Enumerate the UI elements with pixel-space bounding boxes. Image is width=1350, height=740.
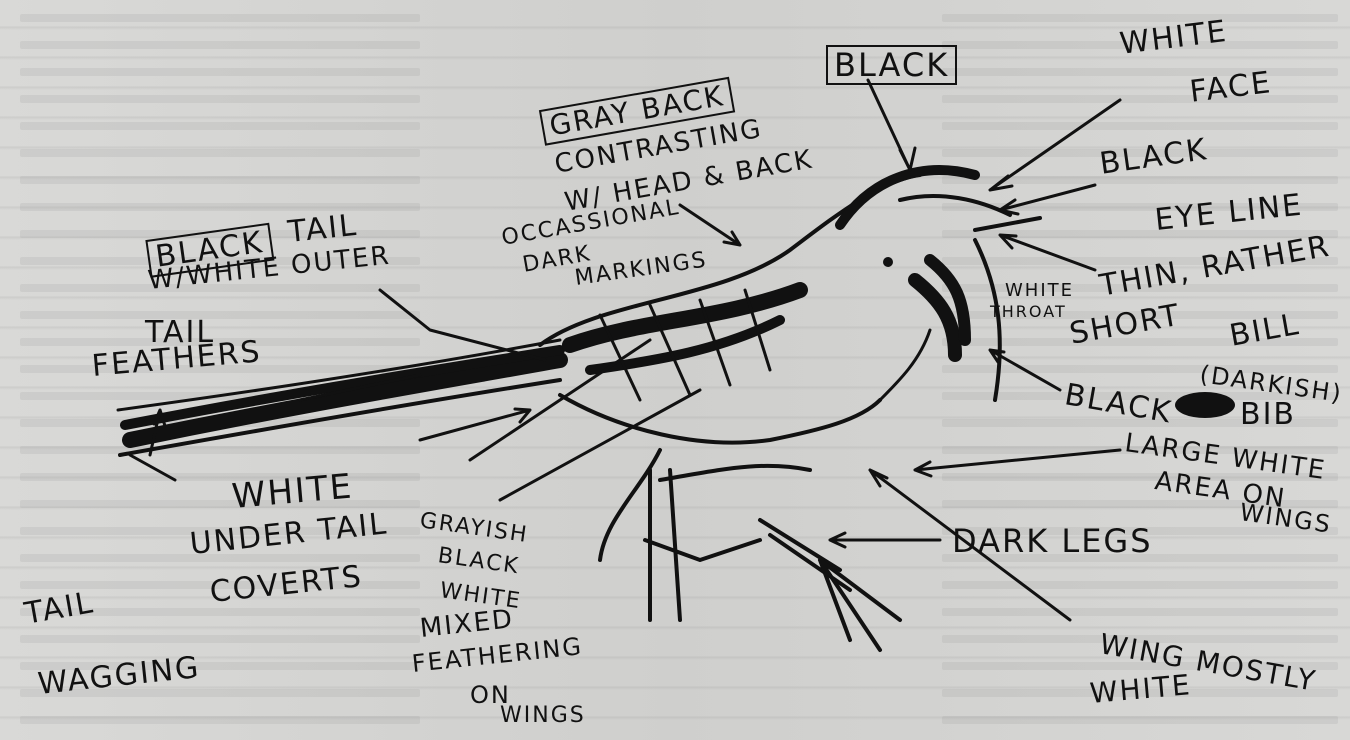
bib-blob-icon bbox=[1175, 392, 1235, 418]
head-sketch bbox=[840, 170, 1040, 267]
label-black-crown: BLACK bbox=[826, 45, 957, 85]
legs-sketch bbox=[600, 450, 900, 650]
label-black-bib-2: BIB bbox=[1240, 400, 1296, 430]
label-wings-2: WINGS bbox=[500, 705, 586, 727]
label-white-throat-2: THROAT bbox=[990, 304, 1067, 320]
label-wing-white: WHITE bbox=[1089, 671, 1193, 708]
label-white-under: WHITE bbox=[231, 469, 355, 513]
label-white-throat-1: WHITE bbox=[1005, 282, 1074, 300]
bib-sketch bbox=[915, 240, 1000, 400]
label-tail: TAIL bbox=[286, 211, 359, 248]
label-dark-legs: DARK LEGS bbox=[952, 525, 1153, 557]
